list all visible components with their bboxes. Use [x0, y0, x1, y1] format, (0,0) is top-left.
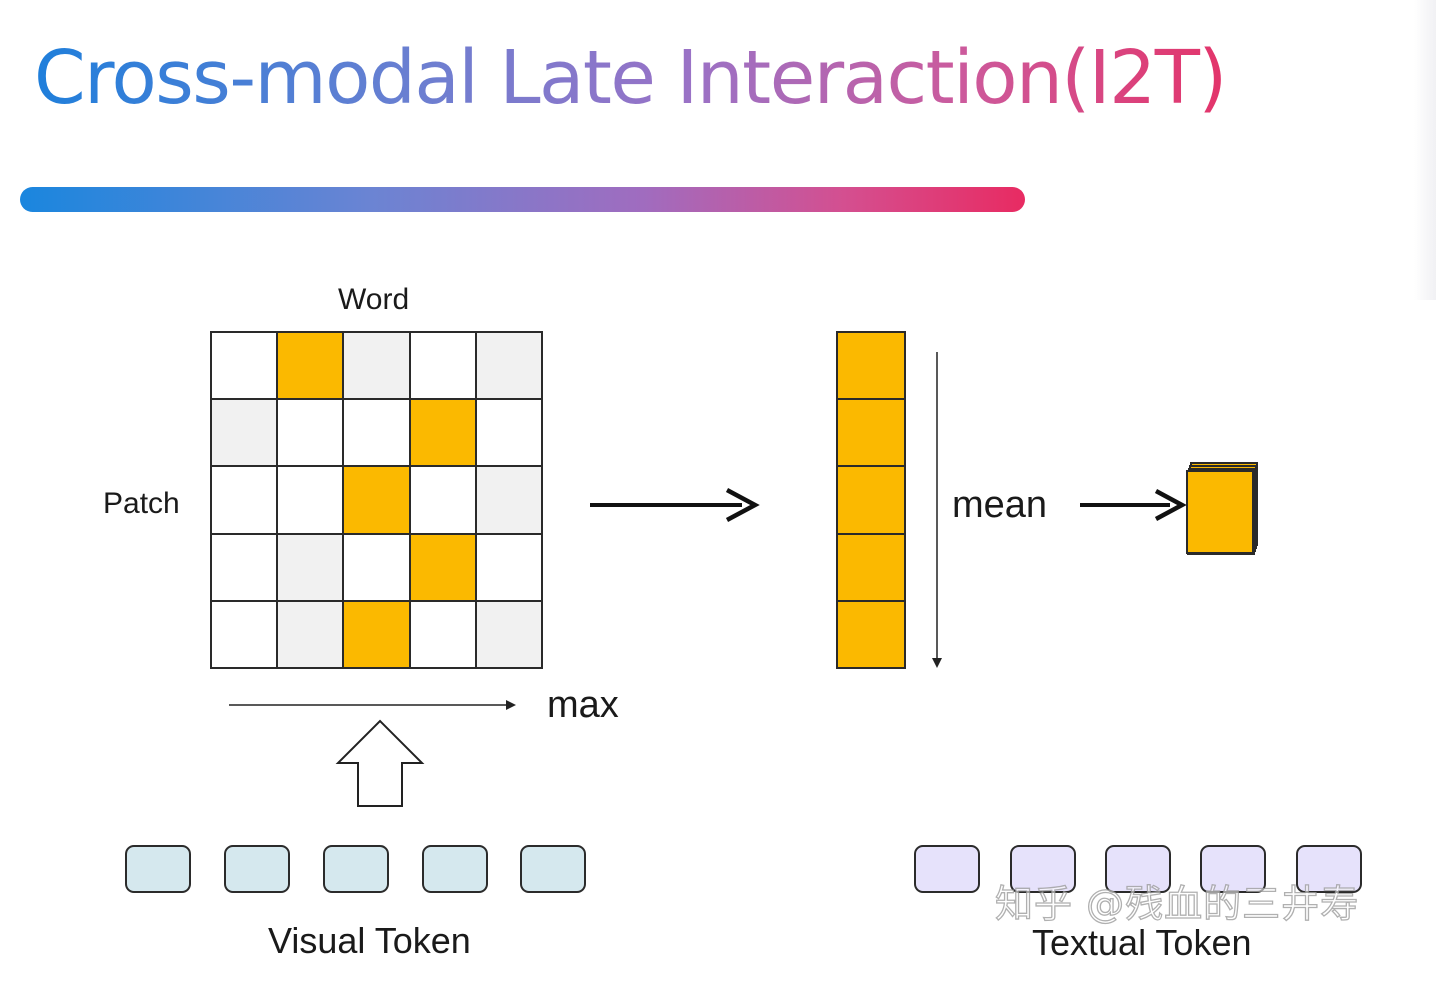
- matrix-cell: [410, 467, 475, 533]
- textual-token: [1105, 845, 1171, 893]
- stack-layer: [1186, 470, 1254, 554]
- right-arrow-icon: [590, 488, 760, 522]
- matrix-cell: [278, 467, 343, 533]
- word-label: Word: [338, 283, 410, 316]
- watermark: 知乎 @残血的三井寿: [994, 881, 1360, 926]
- matrix-cell: [278, 601, 343, 667]
- visual-token: [422, 845, 488, 893]
- textual-token: [914, 845, 980, 893]
- matrix-cell: [410, 333, 475, 399]
- textual-token: [1010, 845, 1076, 893]
- matrix-cell: [476, 467, 541, 533]
- max-label: max: [547, 684, 619, 726]
- matrix-cell: [476, 400, 541, 466]
- max-column-cell: [838, 333, 904, 399]
- matrix-cell: [212, 601, 277, 667]
- max-result-column: [836, 331, 906, 669]
- similarity-matrix: [210, 331, 543, 669]
- visual-token: [224, 845, 290, 893]
- textual-token-label: Textual Token: [1032, 922, 1252, 963]
- max-column-cell: [838, 601, 904, 667]
- matrix-cell: [476, 333, 541, 399]
- title-underline-bar: [20, 187, 1025, 212]
- visual-token: [323, 845, 389, 893]
- matrix-cell: [212, 467, 277, 533]
- matrix-cell: [476, 534, 541, 600]
- matrix-cell: [344, 333, 409, 399]
- matrix-cell: [278, 400, 343, 466]
- max-column-cell: [838, 467, 904, 533]
- max-column-cell: [838, 400, 904, 466]
- visual-token: [125, 845, 191, 893]
- hollow-up-arrow-icon: [335, 719, 425, 807]
- visual-token: [520, 845, 586, 893]
- textual-token: [1296, 845, 1362, 893]
- slide-title: Cross-modal Late Interaction(I2T): [34, 30, 1227, 126]
- matrix-cell: [476, 601, 541, 667]
- matrix-cell: [344, 467, 409, 533]
- max-direction-arrow-icon: [229, 700, 516, 710]
- matrix-cell: [344, 400, 409, 466]
- mean-label: mean: [952, 484, 1048, 526]
- edge-shade: [1414, 0, 1436, 300]
- matrix-cell: [410, 534, 475, 600]
- matrix-cell: [410, 601, 475, 667]
- matrix-cell: [278, 534, 343, 600]
- matrix-cell: [344, 534, 409, 600]
- matrix-cell: [344, 601, 409, 667]
- visual-token-label: Visual Token: [268, 920, 471, 961]
- right-arrow-icon: [1080, 489, 1187, 521]
- matrix-cell: [212, 333, 277, 399]
- matrix-cell: [212, 534, 277, 600]
- mean-result-stack: [1186, 462, 1258, 555]
- down-arrow-icon: [932, 352, 942, 668]
- matrix-cell: [278, 333, 343, 399]
- patch-label: Patch: [103, 487, 180, 520]
- textual-token: [1200, 845, 1266, 893]
- matrix-cell: [212, 400, 277, 466]
- max-column-cell: [838, 534, 904, 600]
- matrix-cell: [410, 400, 475, 466]
